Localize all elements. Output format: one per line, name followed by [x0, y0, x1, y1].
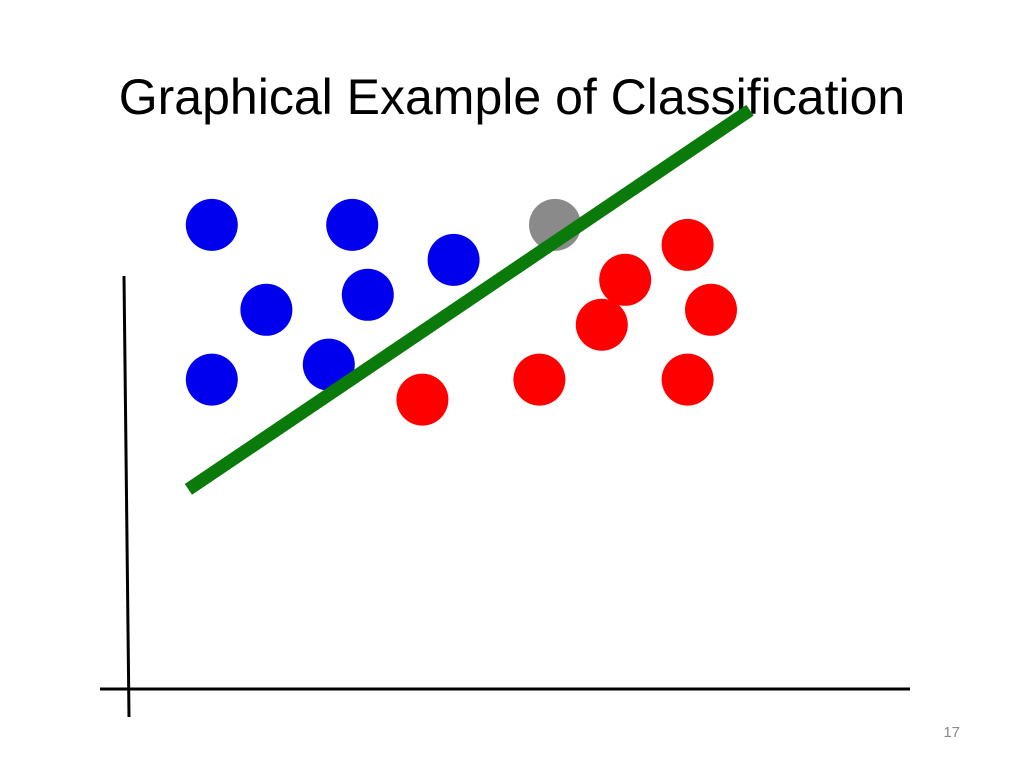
- data-point-s0-0: [185, 198, 238, 251]
- data-point-s0-5: [302, 338, 355, 391]
- data-point-s0-2: [427, 233, 480, 286]
- data-point-s0-3: [341, 268, 394, 321]
- data-point-s1-4: [513, 353, 566, 406]
- slide-title: Graphical Example of Classification: [118, 69, 906, 125]
- page-number: 17: [943, 724, 960, 741]
- data-point-s0-6: [185, 353, 238, 406]
- data-point-s1-0: [661, 218, 714, 271]
- data-point-s0-4: [240, 283, 293, 336]
- decision-boundary-line: [184, 104, 754, 495]
- data-point-s1-3: [575, 298, 628, 351]
- data-point-s1-2: [685, 283, 737, 336]
- data-point-s1-1: [599, 253, 652, 306]
- plot-axes: [100, 275, 910, 718]
- data-point-s1-5: [661, 353, 714, 406]
- data-point-s0-1: [326, 198, 379, 251]
- y-axis-line: [122, 275, 131, 718]
- data-point-s1-6: [396, 373, 449, 426]
